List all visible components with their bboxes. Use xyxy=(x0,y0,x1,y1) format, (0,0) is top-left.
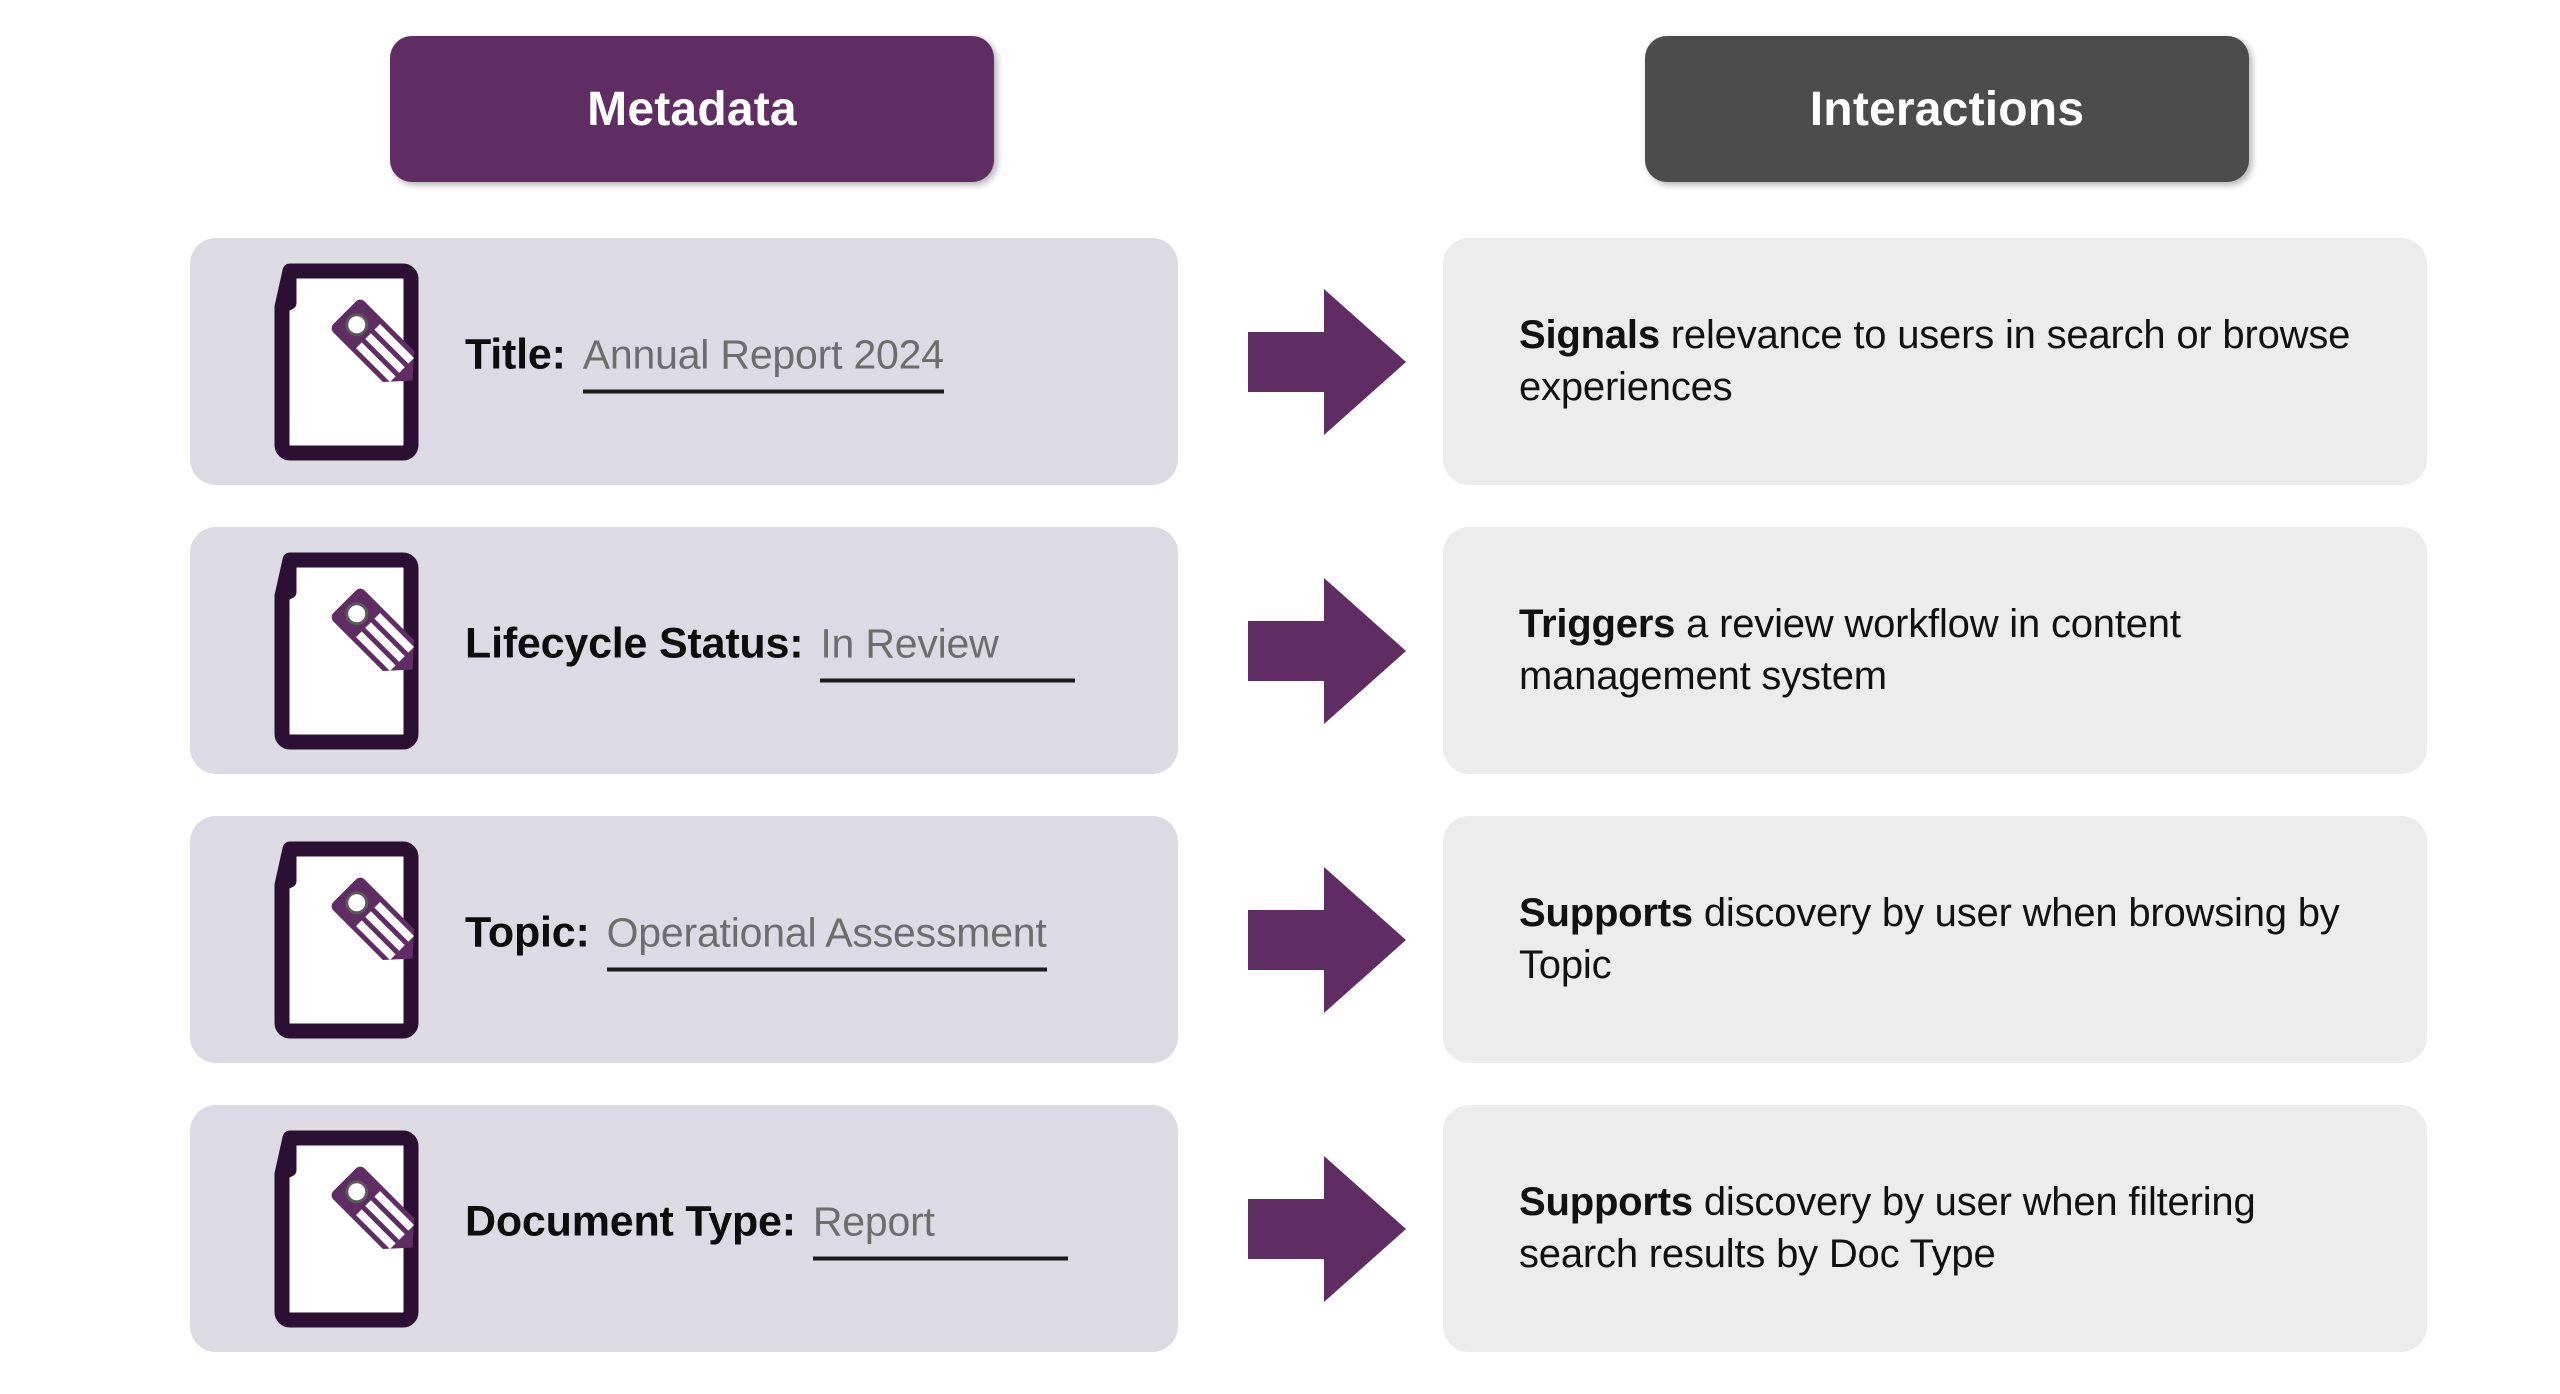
metadata-card[interactable]: Document Type: Report xyxy=(190,1105,1178,1352)
interaction-card[interactable]: Triggers a review workflow in content ma… xyxy=(1443,527,2427,774)
interaction-detail: discovery by user when filtering search … xyxy=(1519,1180,2256,1276)
metadata-header-label: Metadata xyxy=(587,82,797,136)
interaction-detail: a review workflow in content management … xyxy=(1519,602,2181,698)
metadata-field: Document Type: Report xyxy=(465,1197,1068,1260)
interaction-detail: discovery by user when browsing by Topic xyxy=(1519,891,2340,987)
metadata-card[interactable]: Topic: Operational Assessment xyxy=(190,816,1178,1063)
rows-container: Title: Annual Report 2024 Signals releva… xyxy=(0,238,2560,1394)
metadata-column-header: Metadata xyxy=(390,36,994,182)
interaction-card[interactable]: Signals relevance to users in search or … xyxy=(1443,238,2427,485)
right-arrow-icon xyxy=(1248,1155,1406,1302)
metadata-field: Topic: Operational Assessment xyxy=(465,908,1047,971)
metadata-field-label: Document Type: xyxy=(465,1197,796,1245)
right-arrow-icon xyxy=(1248,866,1406,1013)
metadata-field: Title: Annual Report 2024 xyxy=(465,330,944,393)
row: Document Type: Report Supports discovery… xyxy=(0,1105,2560,1352)
right-arrow-icon xyxy=(1248,288,1406,435)
metadata-field-value[interactable]: In Review xyxy=(820,620,1076,682)
document-tag-icon xyxy=(253,841,443,1039)
row: Title: Annual Report 2024 Signals releva… xyxy=(0,238,2560,485)
interaction-text: Supports discovery by user when filterin… xyxy=(1443,1177,2427,1279)
interaction-keyword: Supports xyxy=(1519,891,1693,936)
interaction-keyword: Supports xyxy=(1519,1180,1693,1225)
interaction-detail: relevance to users in search or browse e… xyxy=(1519,313,2351,409)
interaction-keyword: Signals xyxy=(1519,313,1660,358)
column-headers: Metadata Interactions xyxy=(0,36,2560,182)
interaction-keyword: Triggers xyxy=(1519,602,1676,647)
document-tag-icon xyxy=(253,552,443,750)
interactions-column-header: Interactions xyxy=(1645,36,2249,182)
interaction-card[interactable]: Supports discovery by user when filterin… xyxy=(1443,1105,2427,1352)
metadata-card[interactable]: Lifecycle Status: In Review xyxy=(190,527,1178,774)
metadata-field-value[interactable]: Operational Assessment xyxy=(606,909,1047,971)
interaction-card[interactable]: Supports discovery by user when browsing… xyxy=(1443,816,2427,1063)
metadata-field-label: Title: xyxy=(465,330,566,378)
row: Lifecycle Status: In Review Triggers a r… xyxy=(0,527,2560,774)
metadata-field-label: Topic: xyxy=(465,908,590,956)
right-arrow-icon xyxy=(1248,577,1406,724)
metadata-field-label: Lifecycle Status: xyxy=(465,619,804,667)
interactions-header-label: Interactions xyxy=(1809,82,2085,136)
row: Topic: Operational Assessment Supports d… xyxy=(0,816,2560,1063)
document-tag-icon xyxy=(253,1130,443,1328)
metadata-card[interactable]: Title: Annual Report 2024 xyxy=(190,238,1178,485)
document-tag-icon xyxy=(253,263,443,461)
interaction-text: Signals relevance to users in search or … xyxy=(1443,310,2427,412)
interaction-text: Supports discovery by user when browsing… xyxy=(1443,888,2427,990)
interaction-text: Triggers a review workflow in content ma… xyxy=(1443,599,2427,701)
metadata-field-value[interactable]: Report xyxy=(812,1198,1068,1260)
metadata-field: Lifecycle Status: In Review xyxy=(465,619,1076,682)
metadata-field-value[interactable]: Annual Report 2024 xyxy=(582,331,944,393)
